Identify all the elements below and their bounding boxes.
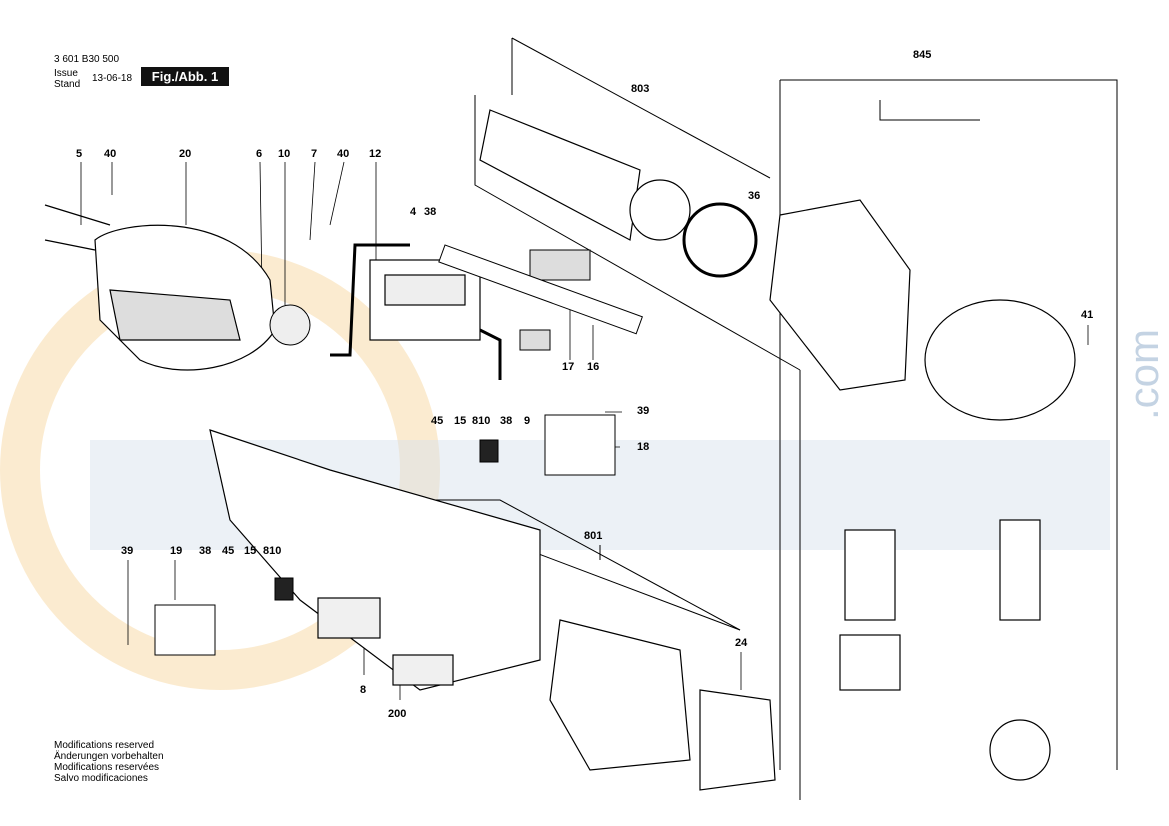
callout: 10 bbox=[278, 148, 291, 160]
footer-line: Modifications reservées bbox=[54, 762, 160, 773]
gear-head-part bbox=[769, 199, 1076, 781]
guide-lines bbox=[310, 37, 1118, 800]
callout: 39 bbox=[121, 545, 134, 557]
callout: 9 bbox=[524, 415, 531, 427]
lower-housing-part bbox=[209, 429, 776, 791]
footer-line: Modifications reserved bbox=[54, 740, 155, 751]
callout: 15 bbox=[244, 545, 257, 557]
callout: 19 bbox=[170, 545, 183, 557]
callout: 45 bbox=[222, 545, 235, 557]
footer-line: Änderungen vorbehalten bbox=[54, 751, 164, 762]
wire-part bbox=[330, 243, 410, 357]
callout: 41 bbox=[1081, 309, 1094, 321]
callout: 5 bbox=[76, 148, 83, 160]
callout: 20 bbox=[179, 148, 192, 160]
footer-notes: Modifications reserved Änderungen vorbeh… bbox=[54, 740, 164, 784]
callout: 845 bbox=[913, 49, 932, 61]
callout: 7 bbox=[311, 148, 318, 160]
footer-line: Salvo modificaciones bbox=[54, 773, 148, 784]
callout: 200 bbox=[388, 708, 407, 720]
wire-part bbox=[479, 328, 502, 380]
callout: 17 bbox=[562, 361, 575, 373]
callout: 36 bbox=[748, 190, 761, 202]
callout: 16 bbox=[587, 361, 600, 373]
switch-part bbox=[369, 259, 481, 341]
callout: 38 bbox=[500, 415, 513, 427]
callout: 40 bbox=[337, 148, 350, 160]
figure-label: Fig./Abb. 1 bbox=[141, 67, 229, 86]
stand-label: Stand bbox=[54, 79, 81, 90]
callout: 40 bbox=[104, 148, 117, 160]
callout: 810 bbox=[472, 415, 491, 427]
small-parts bbox=[154, 244, 643, 656]
callout: 15 bbox=[454, 415, 467, 427]
armature-part bbox=[479, 109, 758, 278]
motor-housing-part bbox=[44, 204, 276, 371]
callout: 39 bbox=[637, 405, 650, 417]
part-number: 3 601 B30 500 bbox=[54, 54, 120, 65]
callout: 810 bbox=[263, 545, 282, 557]
callout: 12 bbox=[369, 148, 382, 160]
callout: 6 bbox=[256, 148, 263, 160]
callout: 4 bbox=[410, 206, 417, 218]
callout: 24 bbox=[735, 637, 748, 649]
issue-label: Issue bbox=[54, 68, 78, 79]
callout: 801 bbox=[584, 530, 603, 542]
callout: 18 bbox=[637, 441, 650, 453]
callout: 38 bbox=[199, 545, 212, 557]
callout: 803 bbox=[631, 83, 650, 95]
issue-date: 13-06-18 bbox=[92, 73, 133, 84]
callout: 45 bbox=[431, 415, 444, 427]
bearing-part bbox=[269, 304, 311, 346]
callout: 8 bbox=[360, 684, 367, 696]
callout: 38 bbox=[424, 206, 437, 218]
watermark-text: .com bbox=[1120, 328, 1167, 420]
